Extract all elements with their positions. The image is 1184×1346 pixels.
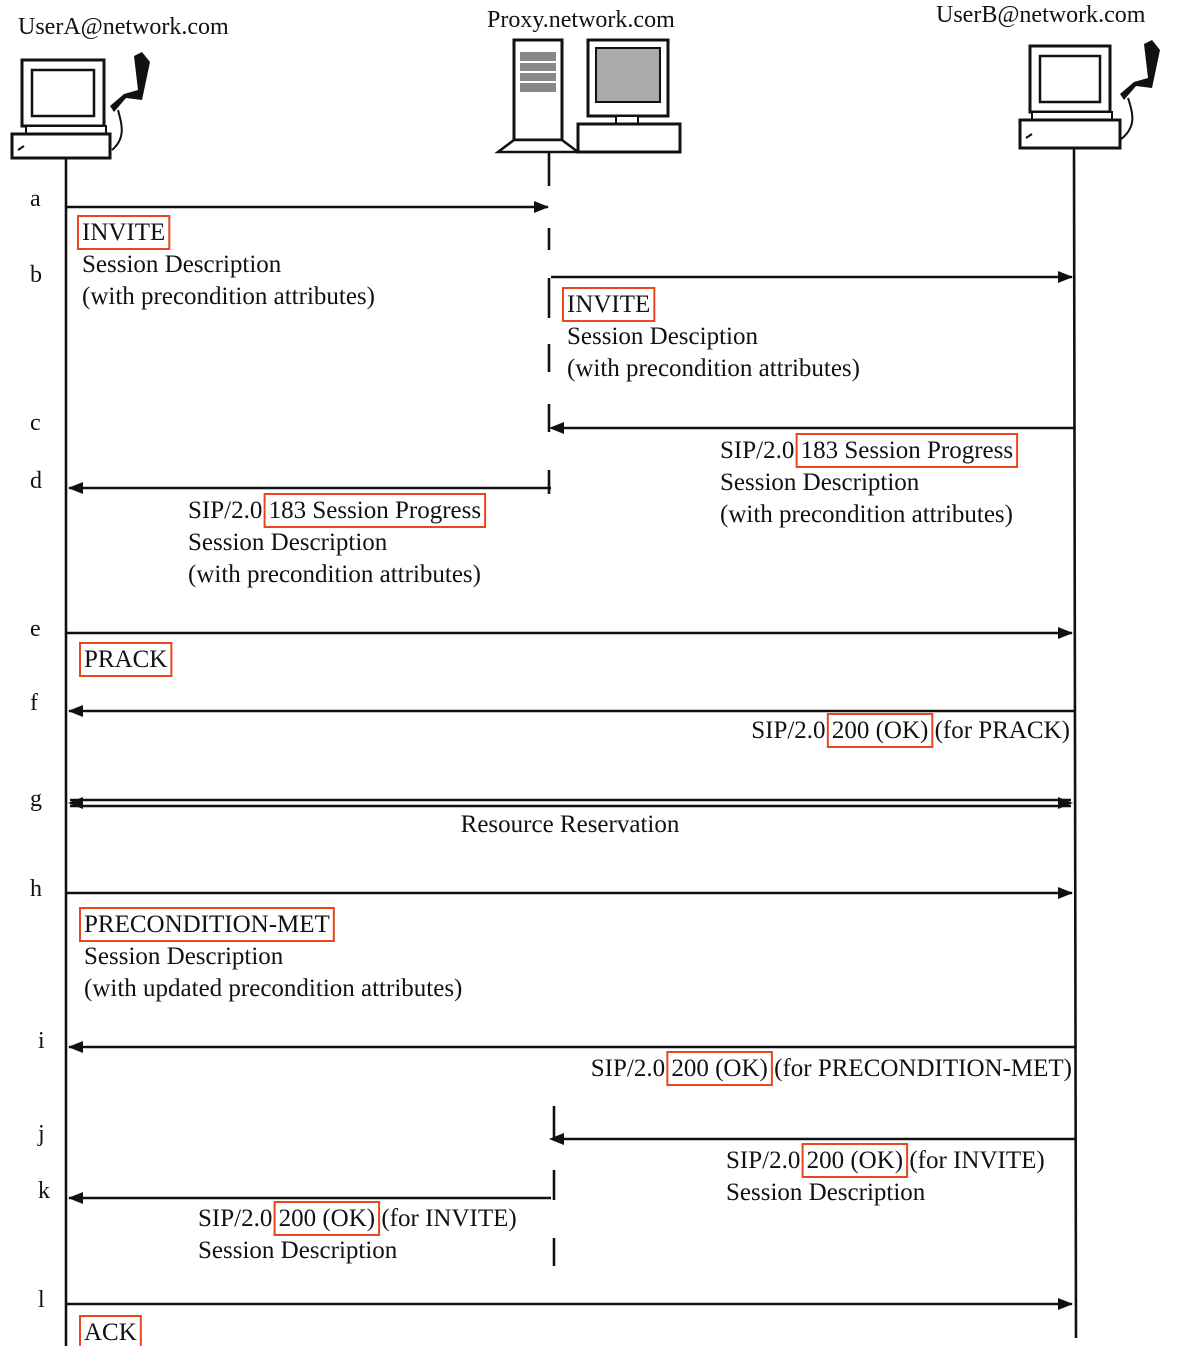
step-label-i: i [38, 1028, 45, 1054]
user-a-title: UserA@network.com [18, 14, 229, 40]
message-detail-a: (with precondition attributes) [82, 283, 375, 310]
message-label-i: SIP/2.0 200 (OK) (for PRECONDITION-MET) [591, 1055, 1072, 1082]
message-label-j: SIP/2.0 200 (OK) (for INVITE) [726, 1147, 1045, 1174]
step-label-l: l [38, 1287, 45, 1313]
step-label-j: j [37, 1121, 45, 1147]
step-label-d: d [30, 468, 42, 494]
message-label-a: INVITE [82, 219, 165, 246]
message-detail-k: Session Description [198, 1237, 398, 1264]
user-a-computer-icon [12, 60, 110, 158]
user-b-lifeline [1074, 148, 1076, 1338]
message-label-b: INVITE [567, 291, 650, 318]
proxy-server-icon [498, 40, 578, 152]
step-label-b: b [30, 262, 42, 288]
message-detail-d: (with precondition attributes) [188, 561, 481, 588]
message-detail-a: Session Description [82, 251, 282, 278]
message-detail-b: (with precondition attributes) [567, 355, 860, 382]
user-b-title: UserB@network.com [936, 2, 1146, 28]
message-label-k: SIP/2.0 200 (OK) (for INVITE) [198, 1205, 517, 1232]
message-detail-h: (with updated precondition attributes) [84, 975, 462, 1002]
message-label-d: SIP/2.0 183 Session Progress [188, 497, 481, 524]
message-label-f: SIP/2.0 200 (OK) (for PRACK) [751, 717, 1070, 744]
message-detail-c: Session Description [720, 469, 920, 496]
message-detail-d: Session Description [188, 529, 388, 556]
message-label-c: SIP/2.0 183 Session Progress [720, 437, 1013, 464]
message-detail-j: Session Description [726, 1179, 926, 1206]
step-label-g: g [30, 786, 42, 812]
proxy-title: Proxy.network.com [487, 7, 675, 33]
message-label-e: PRACK [84, 646, 167, 673]
proxy-lifeline [549, 152, 554, 1266]
user-b-computer-icon [1020, 46, 1120, 148]
step-label-c: c [30, 410, 41, 436]
step-label-k: k [38, 1178, 50, 1204]
message-label-l: ACK [84, 1319, 137, 1346]
message-detail-c: (with precondition attributes) [720, 501, 1013, 528]
step-label-f: f [30, 690, 38, 716]
step-label-h: h [30, 876, 42, 902]
step-label-e: e [30, 616, 41, 642]
message-detail-b: Session Desciption [567, 323, 758, 350]
message-detail-h: Session Description [84, 943, 284, 970]
user-a-phone-icon [110, 52, 150, 150]
proxy-computer-icon [578, 40, 680, 152]
message-label-g: Resource Reservation [461, 811, 680, 838]
step-label-a: a [30, 186, 41, 212]
message-label-h: PRECONDITION-MET [84, 911, 330, 938]
user-b-phone-icon [1120, 40, 1160, 140]
